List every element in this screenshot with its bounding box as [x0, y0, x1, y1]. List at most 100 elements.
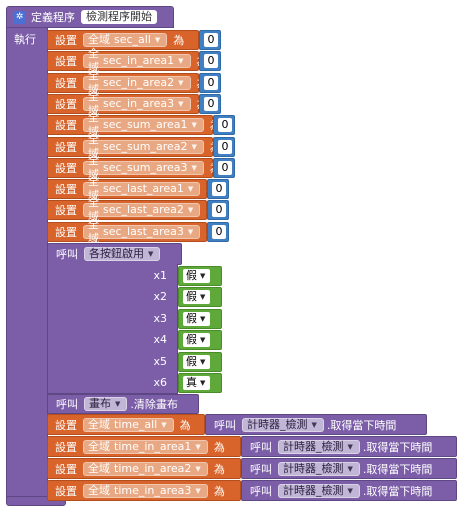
logic-boolean-block[interactable]: 假▼ — [178, 308, 222, 329]
component-dropdown[interactable]: 計時器_檢測▼ — [278, 461, 360, 476]
canvas-component-dropdown[interactable]: 畫布▼ — [84, 397, 128, 411]
logic-boolean-block[interactable]: 假▼ — [178, 266, 222, 286]
component-name: 計時器_檢測 — [247, 417, 308, 431]
number-block[interactable]: 0 — [213, 157, 235, 178]
procedure-definition-header[interactable]: ✲ 定義程序 檢測程序開始 — [6, 6, 174, 28]
number-value[interactable]: 0 — [204, 96, 218, 111]
number-value[interactable]: 0 — [212, 224, 226, 239]
variable-name: time_in_area1 — [114, 439, 192, 453]
set-label: 設置 — [55, 440, 77, 454]
number-block[interactable]: 0 — [213, 115, 235, 136]
logic-boolean-block[interactable]: 假▼ — [178, 330, 222, 351]
boolean-value: 假 — [186, 354, 197, 368]
number-value[interactable]: 0 — [218, 139, 232, 154]
boolean-dropdown[interactable]: 假▼ — [183, 311, 211, 326]
chevron-down-icon: ▼ — [200, 314, 206, 323]
boolean-dropdown[interactable]: 真▼ — [183, 376, 211, 390]
number-block[interactable]: 0 — [207, 179, 229, 200]
call-method-block[interactable]: 呼叫計時器_檢測▼.取得當下時間 — [241, 458, 457, 479]
call-method-block[interactable]: 呼叫計時器_檢測▼.取得當下時間 — [241, 436, 457, 457]
logic-boolean-block[interactable]: 假▼ — [178, 351, 222, 372]
set-label: 設置 — [55, 119, 77, 133]
number-block[interactable]: 0 — [199, 51, 221, 72]
component-name: 計時器_檢測 — [283, 461, 344, 475]
chevron-down-icon: ▼ — [187, 227, 194, 236]
param-name: x1 — [153, 269, 167, 282]
number-block[interactable]: 0 — [207, 200, 229, 221]
method-label: .取得當下時間 — [326, 418, 397, 432]
call-procedure-block[interactable]: 呼叫 各按鈕啟用▼ — [47, 243, 182, 265]
call-canvas-clear-block[interactable]: 呼叫 畫布▼ .清除畫布 — [47, 394, 199, 414]
canvas-method-label: .清除畫布 — [130, 398, 178, 411]
number-value[interactable]: 0 — [204, 54, 218, 69]
boolean-dropdown[interactable]: 假▼ — [183, 269, 211, 283]
number-block[interactable]: 0 — [199, 93, 221, 114]
chevron-down-icon: ▼ — [115, 400, 121, 408]
boolean-dropdown[interactable]: 假▼ — [183, 354, 211, 369]
number-value[interactable]: 0 — [204, 33, 218, 47]
number-value[interactable]: 0 — [212, 182, 226, 197]
method-label: .取得當下時間 — [362, 484, 433, 498]
component-dropdown[interactable]: 計時器_檢測▼ — [242, 417, 324, 432]
gear-icon[interactable]: ✲ — [13, 10, 26, 24]
number-block[interactable]: 0 — [199, 72, 221, 93]
boolean-dropdown[interactable]: 假▼ — [183, 290, 211, 305]
chevron-down-icon: ▼ — [191, 163, 197, 172]
procedure-name-field[interactable]: 檢測程序開始 — [81, 10, 157, 24]
logic-boolean-block[interactable]: 真▼ — [178, 373, 222, 393]
procedure-definition-body: 執行 — [6, 27, 48, 503]
number-value[interactable]: 0 — [212, 203, 226, 218]
logic-boolean-block[interactable]: 假▼ — [178, 287, 222, 308]
call-method-block[interactable]: 呼叫計時器_檢測▼.取得當下時間 — [241, 480, 457, 501]
chevron-down-icon: ▼ — [195, 486, 201, 495]
number-block[interactable]: 0 — [207, 221, 229, 242]
number-value[interactable]: 0 — [204, 75, 218, 90]
set-label: 設置 — [55, 140, 77, 154]
component-dropdown[interactable]: 計時器_檢測▼ — [278, 439, 360, 454]
to-label: 為 — [179, 418, 191, 432]
variable-name: time_in_area3 — [114, 483, 192, 497]
number-block[interactable]: 0 — [213, 136, 235, 157]
variable-name: sec_sum_area3 — [103, 160, 188, 174]
chevron-down-icon: ▼ — [200, 336, 206, 345]
set-label: 設置 — [55, 462, 77, 476]
component-dropdown[interactable]: 計時器_檢測▼ — [278, 483, 360, 498]
global-label: 全域 — [88, 89, 99, 117]
chevron-down-icon: ▼ — [178, 99, 184, 108]
chevron-down-icon: ▼ — [191, 142, 197, 151]
procedure-dropdown[interactable]: 各按鈕啟用▼ — [84, 247, 161, 261]
number-value[interactable]: 0 — [218, 118, 232, 133]
boolean-dropdown[interactable]: 假▼ — [183, 333, 211, 348]
call-method-block[interactable]: 呼叫計時器_檢測▼.取得當下時間 — [205, 414, 427, 435]
number-block[interactable]: 0 — [199, 30, 221, 50]
number-value[interactable]: 0 — [218, 160, 232, 175]
